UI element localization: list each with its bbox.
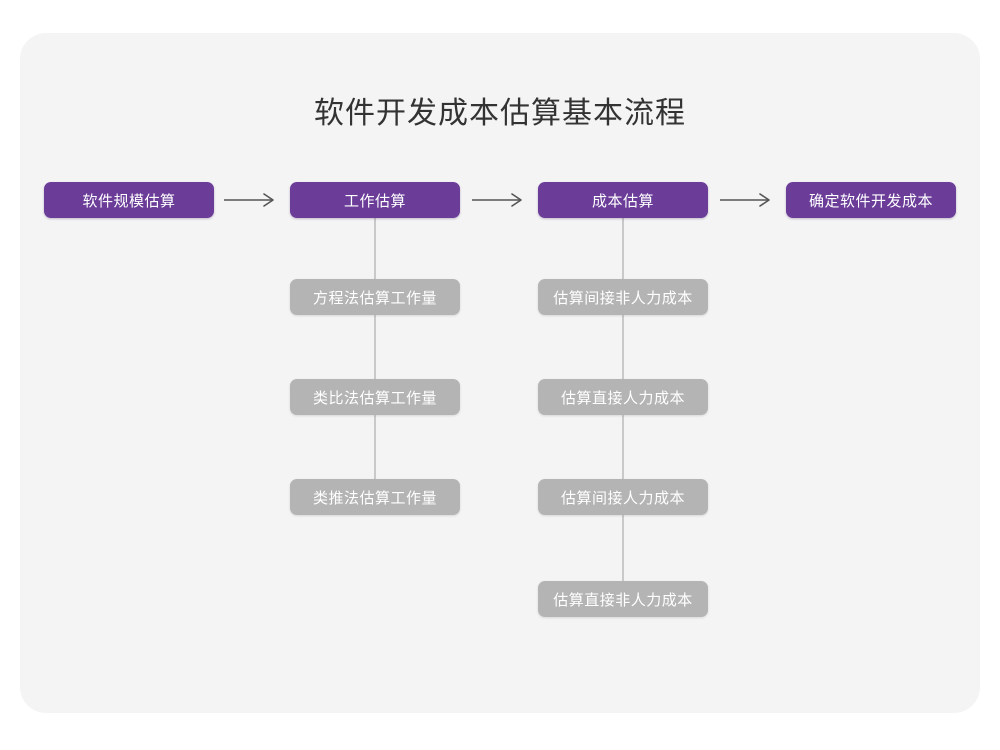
- branch-node-analogous-inference-effort[interactable]: 类推法估算工作量: [290, 479, 460, 515]
- diagram-card: [20, 33, 980, 713]
- flow-node-determine-development-cost[interactable]: 确定软件开发成本: [786, 182, 956, 218]
- page-title: 软件开发成本估算基本流程: [314, 97, 686, 130]
- branch-node-direct-labor-cost[interactable]: 估算直接人力成本: [538, 379, 708, 415]
- flow-arrow-step2-to-step3: [470, 192, 528, 208]
- branch-node-indirect-labor-cost[interactable]: 估算间接人力成本: [538, 479, 708, 515]
- branch-connector-work-estimation: [374, 218, 376, 499]
- branch-node-direct-nonlabor-cost[interactable]: 估算直接非人力成本: [538, 581, 708, 617]
- flow-node-cost-estimation[interactable]: 成本估算: [538, 182, 708, 218]
- flow-node-software-scale-estimation[interactable]: 软件规模估算: [44, 182, 214, 218]
- branch-node-indirect-nonlabor-cost[interactable]: 估算间接非人力成本: [538, 279, 708, 315]
- branch-node-equation-method-effort[interactable]: 方程法估算工作量: [290, 279, 460, 315]
- flow-arrow-step1-to-step2: [222, 192, 280, 208]
- flow-node-work-estimation[interactable]: 工作估算: [290, 182, 460, 218]
- branch-node-analogy-method-effort[interactable]: 类比法估算工作量: [290, 379, 460, 415]
- flow-arrow-step3-to-step4: [718, 192, 776, 208]
